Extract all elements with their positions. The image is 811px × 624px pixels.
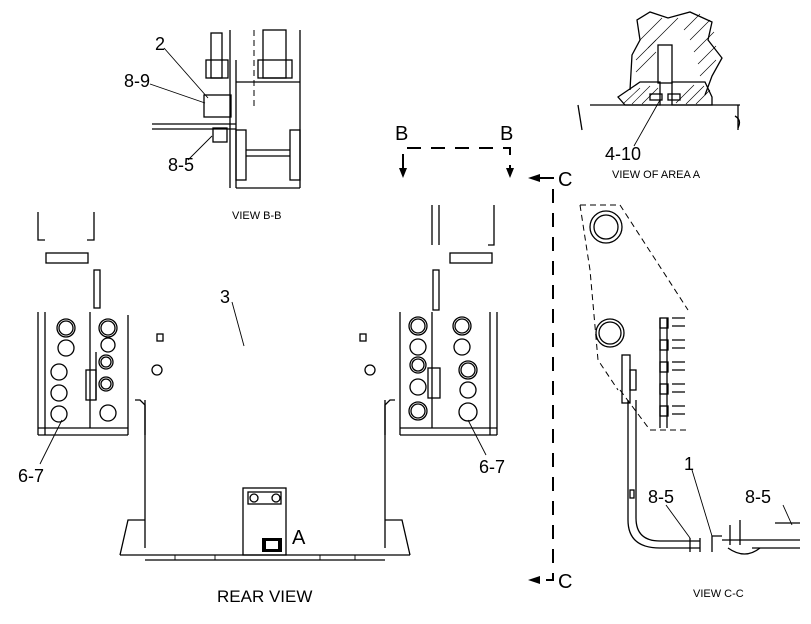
rear-view xyxy=(37,205,498,561)
section-mark-c-bottom: C xyxy=(558,571,572,593)
view-cc xyxy=(579,204,800,555)
caption-view-bb: VIEW B-B xyxy=(232,210,282,222)
callout-8-5-view-cc-left: 8-5 xyxy=(648,487,674,507)
callout-8-5-view-cc-right: 8-5 xyxy=(745,487,771,507)
callout-a: A xyxy=(292,527,306,549)
callout-8-9: 8-9 xyxy=(124,71,150,91)
callout-6-7-right: 6-7 xyxy=(479,457,505,477)
section-mark-c-top: C xyxy=(558,169,572,191)
callout-6-7-left: 6-7 xyxy=(18,466,44,486)
callout-4-10: 4-10 xyxy=(605,144,641,164)
caption-rear-view: REAR VIEW xyxy=(217,587,312,606)
section-line-cc xyxy=(528,174,554,584)
caption-view-cc: VIEW C-C xyxy=(693,588,744,600)
section-mark-b-left: B xyxy=(395,123,408,145)
callout-3: 3 xyxy=(220,287,230,307)
caption-view-area-a: VIEW OF AREA A xyxy=(612,169,701,181)
view-area-a xyxy=(577,11,741,147)
callout-1: 1 xyxy=(684,454,694,474)
view-bb xyxy=(149,29,301,189)
section-mark-b-right: B xyxy=(500,123,513,145)
callout-8-5-view-bb: 8-5 xyxy=(168,155,194,175)
section-line-bb xyxy=(399,147,514,178)
callout-2: 2 xyxy=(155,34,165,54)
